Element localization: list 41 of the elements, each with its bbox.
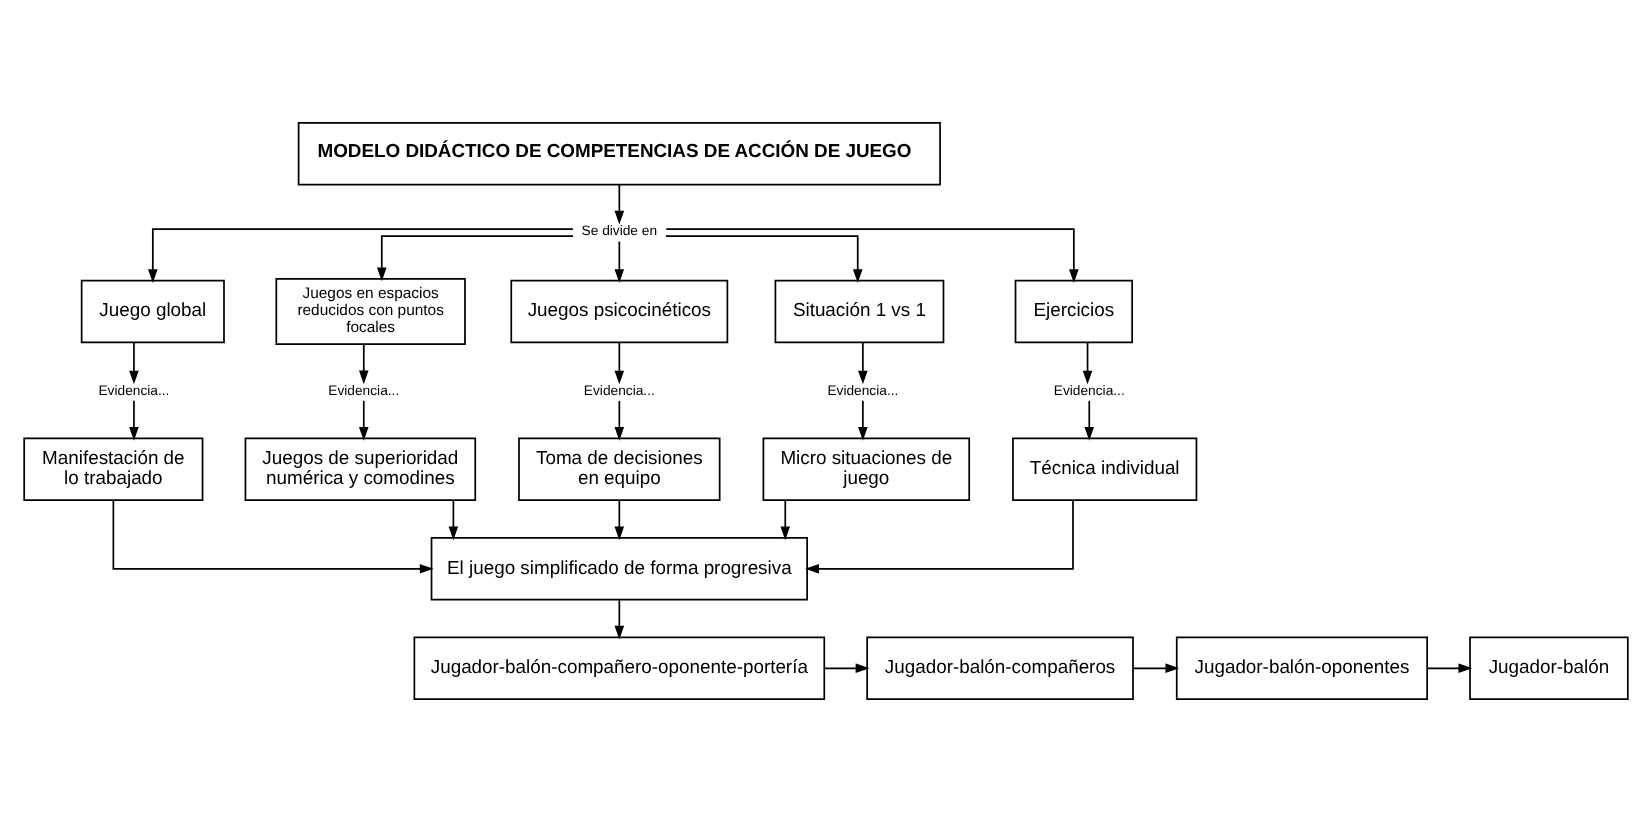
- arrow: [614, 598, 625, 640]
- node-box: Juegos de superioridad numérica y comodines: [244, 437, 477, 502]
- node-box: Técnica individual: [1012, 437, 1198, 502]
- node-box: Juegos psicocinéticos: [510, 279, 729, 344]
- arrow: [858, 341, 868, 385]
- arrow: [129, 400, 139, 441]
- node-box: Jugador-balón-compañeros: [866, 636, 1134, 700]
- node-box: Ejercicios: [1014, 279, 1133, 344]
- arrow: [358, 400, 369, 441]
- arrow: [805, 499, 1074, 574]
- node-box: Jugador-balón-compañero-oponente-portería: [413, 636, 826, 700]
- arrow: [112, 499, 434, 574]
- arrow: [665, 228, 1079, 283]
- node-box: Juego global: [80, 279, 225, 344]
- arrow: [376, 235, 574, 282]
- node-box: Jugador-balón: [1469, 636, 1629, 700]
- arrow: [1082, 341, 1093, 385]
- arrow: [780, 499, 791, 541]
- node-box: Situación 1 vs 1: [774, 279, 945, 344]
- arrow: [614, 499, 625, 541]
- node-box: Manifestación de lo trabajado: [23, 437, 204, 502]
- arrow: [614, 400, 625, 441]
- arrow: [1084, 400, 1095, 441]
- node-box: El juego simplificado de forma progresiva: [430, 537, 808, 601]
- arrow: [448, 499, 459, 541]
- arrow: [1426, 663, 1473, 674]
- arrow: [858, 400, 868, 441]
- node-box: MODELO DIDÁCTICO DE COMPETENCIAS DE ACCIÓN DE JUEGO: [297, 122, 941, 186]
- node-box: Juegos en espacios reducidos con puntos focales: [275, 278, 466, 345]
- arrow: [148, 228, 574, 283]
- arrow: [823, 663, 870, 674]
- arrow: [358, 343, 369, 385]
- arrow: [1132, 663, 1180, 674]
- arrow: [129, 341, 139, 385]
- arrow: [614, 184, 625, 225]
- arrow: [614, 341, 625, 385]
- arrow: [665, 235, 863, 283]
- node-box: Micro situaciones de juego: [762, 437, 971, 502]
- node-box: Toma de decisiones en equipo: [518, 437, 721, 502]
- node-box: Jugador-balón-oponentes: [1175, 636, 1428, 700]
- arrow: [614, 240, 625, 283]
